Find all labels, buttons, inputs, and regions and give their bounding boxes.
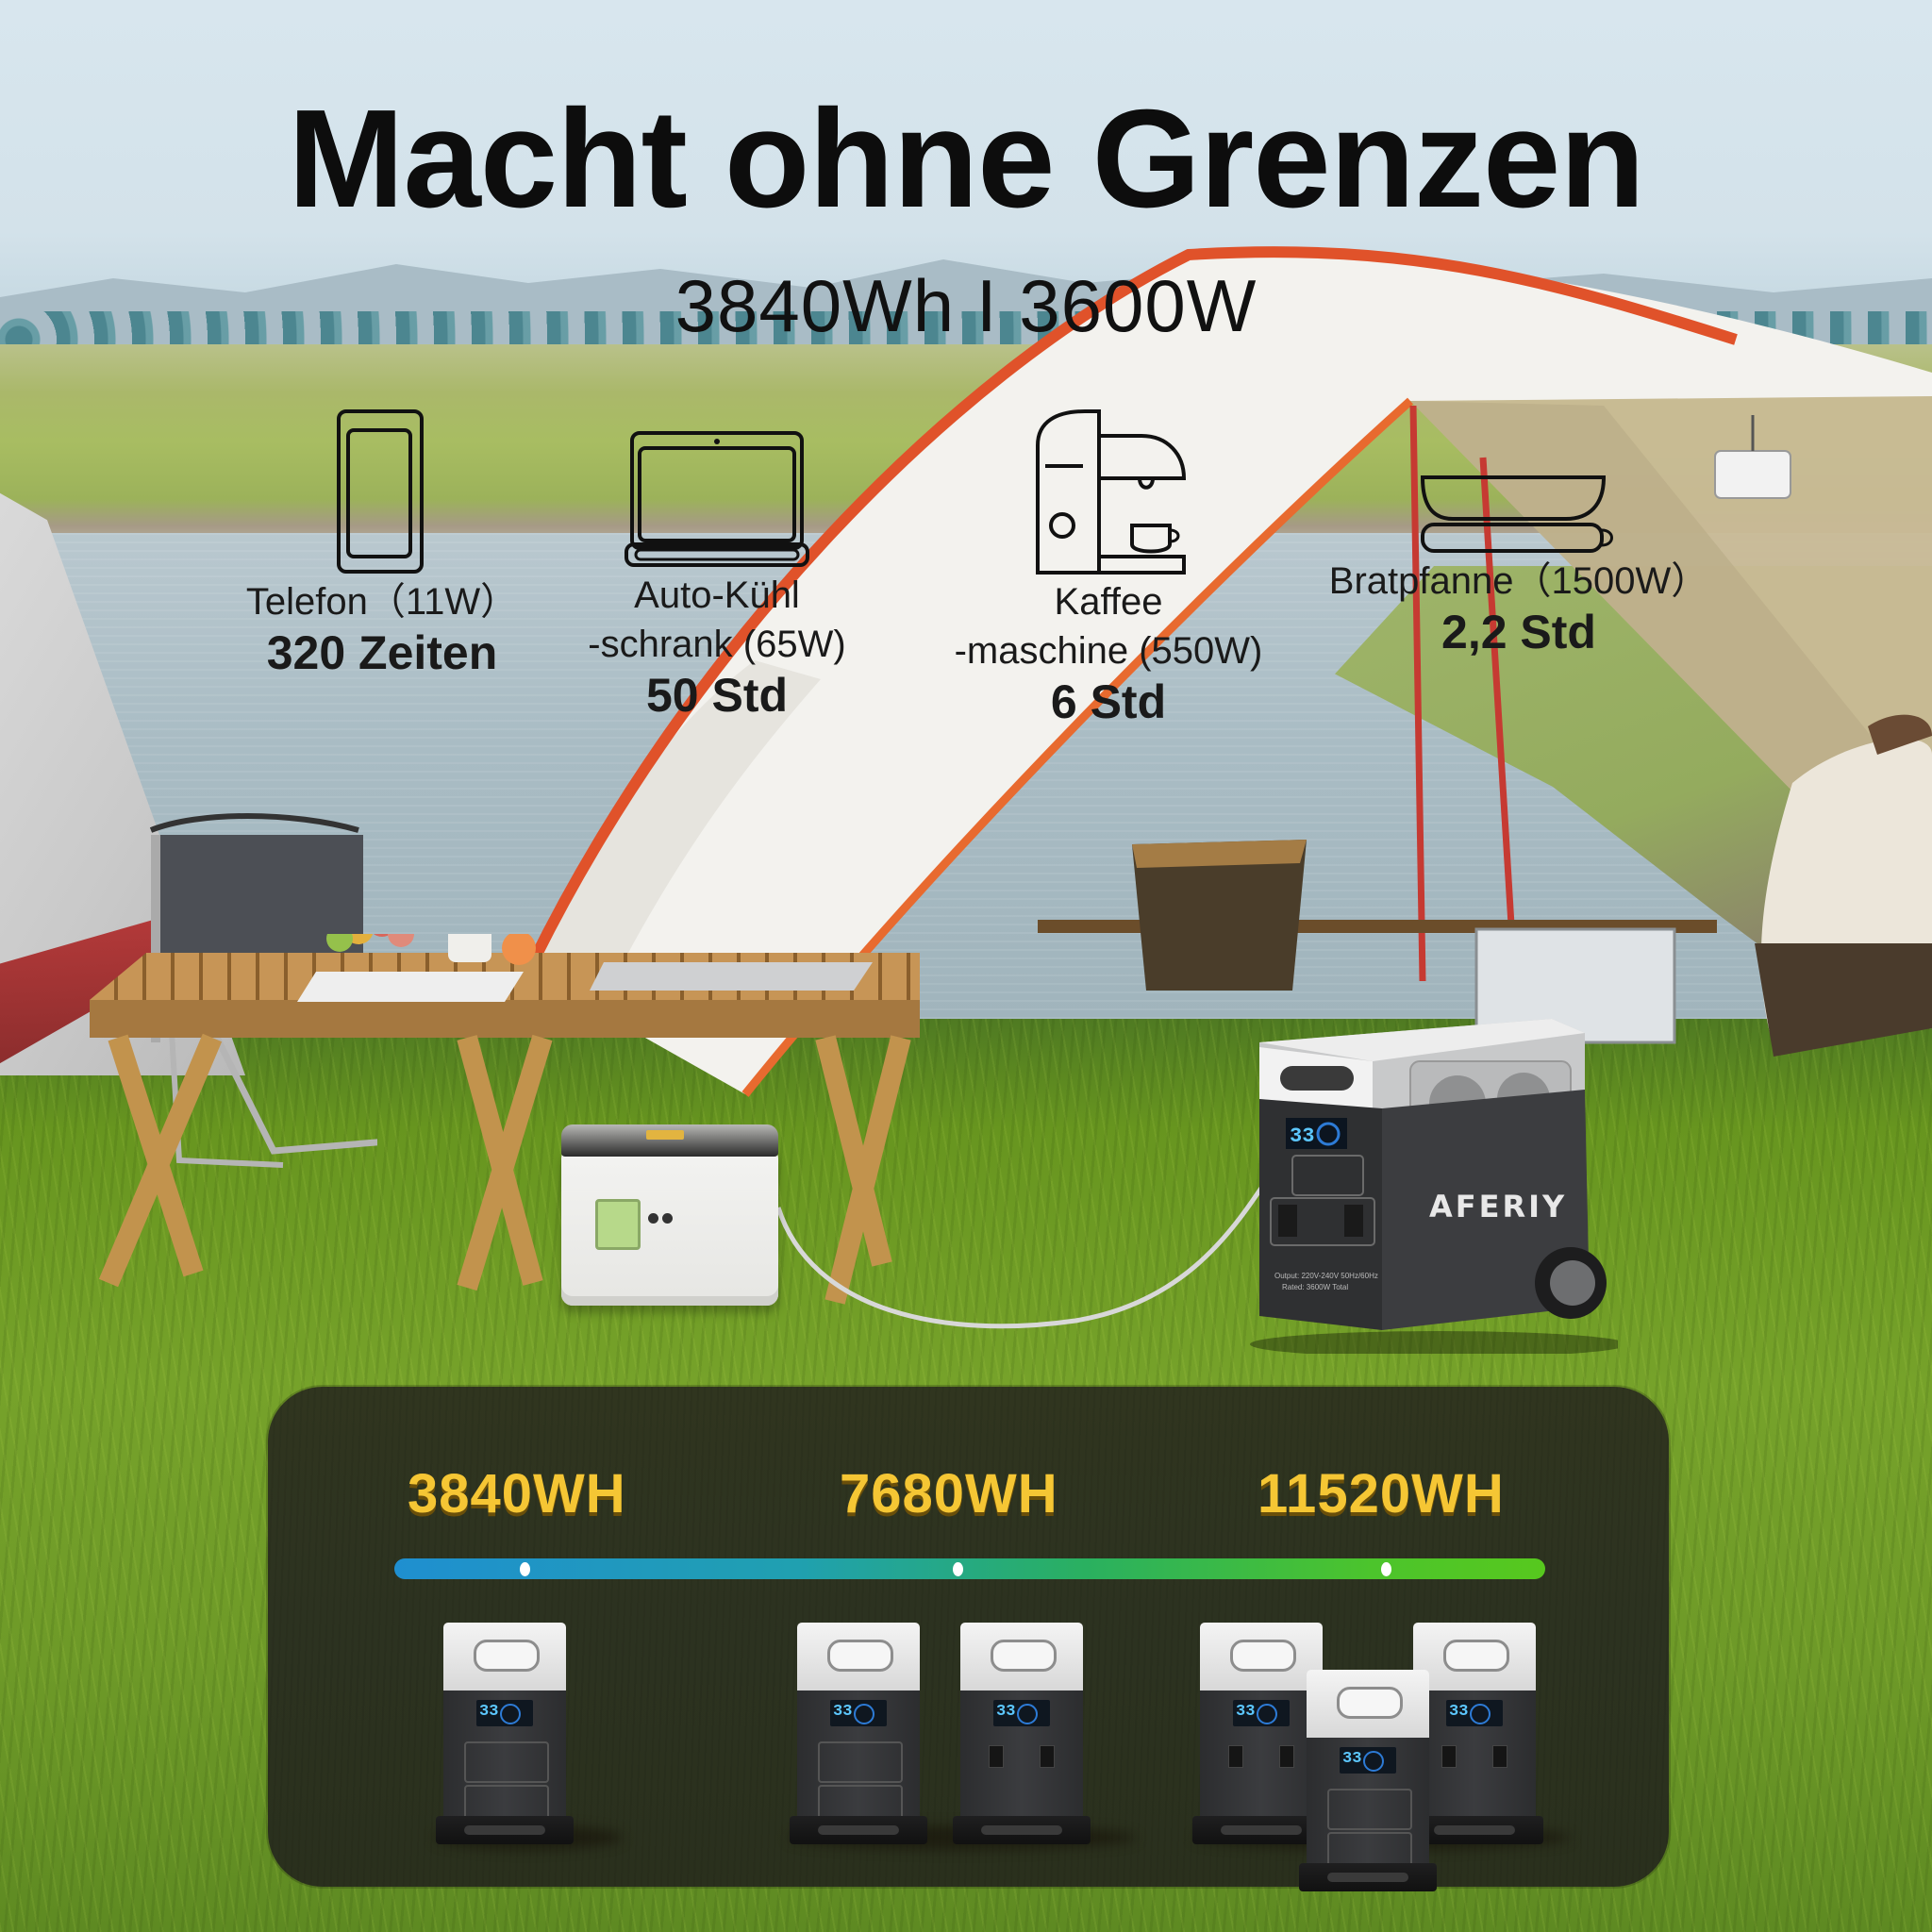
svg-text:Rated: 3600W Total: Rated: 3600W Total	[1282, 1283, 1348, 1291]
car-fridge	[561, 1124, 778, 1306]
appliance-label: Bratpfanne（1500W）	[1328, 560, 1709, 602]
appliance-runtime: 50 Std	[645, 669, 789, 722]
appliance-label: Telefon（11W）	[245, 581, 519, 623]
spec-subtitle: 3840Wh I 3600W	[675, 264, 1257, 347]
power-station-unit	[1299, 1670, 1437, 1891]
coffee-machine-icon	[1036, 409, 1187, 575]
laptop-icon	[625, 431, 809, 567]
fridge-lid	[561, 1124, 778, 1157]
capacity-level-3: 11520WH	[1257, 1463, 1505, 1524]
frying-pan-icon	[1420, 475, 1613, 553]
svg-text:Output: 220V-240V 50Hz/60Hz: Output: 220V-240V 50Hz/60Hz	[1274, 1272, 1378, 1280]
wooden-table	[90, 934, 920, 1305]
capacity-level-2: 7680WH	[840, 1463, 1058, 1524]
capacity-level-1: 3840WH	[408, 1463, 626, 1524]
appliance-frying-pan: Bratpfanne（1500W） 2,2 Std	[1311, 472, 1726, 658]
smartphone-icon	[337, 409, 424, 574]
appliance-coffee-machine: Kaffee -maschine (550W) 6 Std	[929, 408, 1288, 728]
appliance-runtime: 320 Zeiten	[266, 626, 498, 679]
power-station-unit	[436, 1623, 574, 1844]
svg-text:33: 33	[1290, 1124, 1314, 1148]
appliance-label: Kaffee -maschine (550W)	[954, 581, 1263, 672]
appliance-car-fridge: Auto-Kühl -schrank (65W) 50 Std	[557, 429, 877, 722]
fridge-ports	[648, 1211, 676, 1224]
expansion-battery-unit	[953, 1623, 1091, 1844]
power-station-unit	[790, 1623, 927, 1844]
capacity-gradient-bar	[394, 1558, 1545, 1579]
appliance-runtime: 2,2 Std	[1441, 606, 1596, 658]
svg-text:AFERIY: AFERIY	[1429, 1189, 1567, 1224]
expansion-battery-unit	[1192, 1623, 1330, 1844]
headline: Macht ohne Grenzen	[288, 81, 1645, 237]
power-station: 33 Output: 220V-240V 50Hz/60Hz Rated: 36…	[1250, 1019, 1618, 1354]
capacity-marker	[520, 1562, 530, 1576]
appliance-runtime: 6 Std	[1050, 675, 1167, 728]
appliance-label: Auto-Kühl -schrank (65W)	[588, 575, 846, 665]
appliance-phone: Telefon（11W） 320 Zeiten	[212, 408, 552, 679]
fridge-display	[595, 1199, 641, 1250]
capacity-marker	[1381, 1562, 1391, 1576]
capacity-marker	[953, 1562, 963, 1576]
expansion-battery-unit	[1406, 1623, 1543, 1844]
